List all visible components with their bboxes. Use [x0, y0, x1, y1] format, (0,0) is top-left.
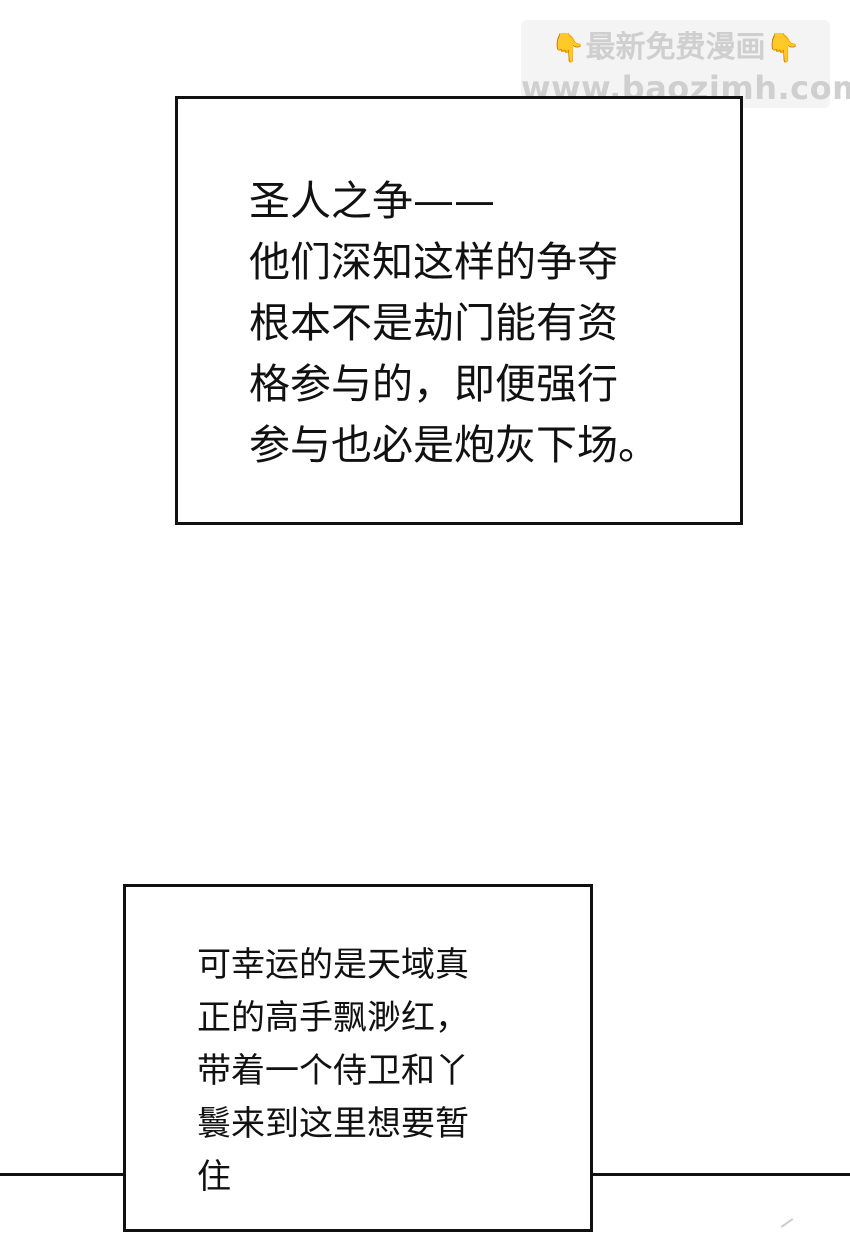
- narration-line: 鬟来到这里想要暂: [197, 1104, 469, 1144]
- narration-line: 根本不是劫门能有资: [249, 299, 618, 347]
- pointing-down-hand-icon: 👇: [765, 31, 801, 64]
- narration-line: 可幸运的是天域真: [197, 945, 469, 985]
- narration-line: 正的高手飘渺红，: [197, 998, 469, 1038]
- narration-line: 参与也必是炮灰下场。: [249, 421, 659, 469]
- watermark-title-row: 👇最新免费漫画👇: [521, 30, 830, 66]
- narration-line: 圣人之争——: [249, 177, 495, 225]
- stray-mark: [780, 1218, 794, 1228]
- narration-box-1: 圣人之争—— 他们深知这样的争夺 根本不是劫门能有资 格参与的，即便强行 参与也…: [175, 96, 743, 525]
- narration-line: 格参与的，即便强行: [249, 360, 618, 408]
- watermark-title: 最新免费漫画: [585, 30, 766, 65]
- narration-text-2: 可幸运的是天域真 正的高手飘渺红， 带着一个侍卫和丫 鬟来到这里想要暂 住: [197, 939, 469, 1204]
- narration-line: 他们深知这样的争夺: [249, 238, 618, 286]
- watermark-banner: 👇最新免费漫画👇 www.baozimh.com: [521, 20, 850, 108]
- narration-line: 住: [197, 1157, 231, 1197]
- narration-box-2: 可幸运的是天域真 正的高手飘渺红， 带着一个侍卫和丫 鬟来到这里想要暂 住: [123, 884, 593, 1232]
- pointing-down-hand-icon: 👇: [550, 31, 586, 64]
- narration-text-1: 圣人之争—— 他们深知这样的争夺 根本不是劫门能有资 格参与的，即便强行 参与也…: [249, 171, 659, 476]
- narration-line: 带着一个侍卫和丫: [197, 1051, 469, 1091]
